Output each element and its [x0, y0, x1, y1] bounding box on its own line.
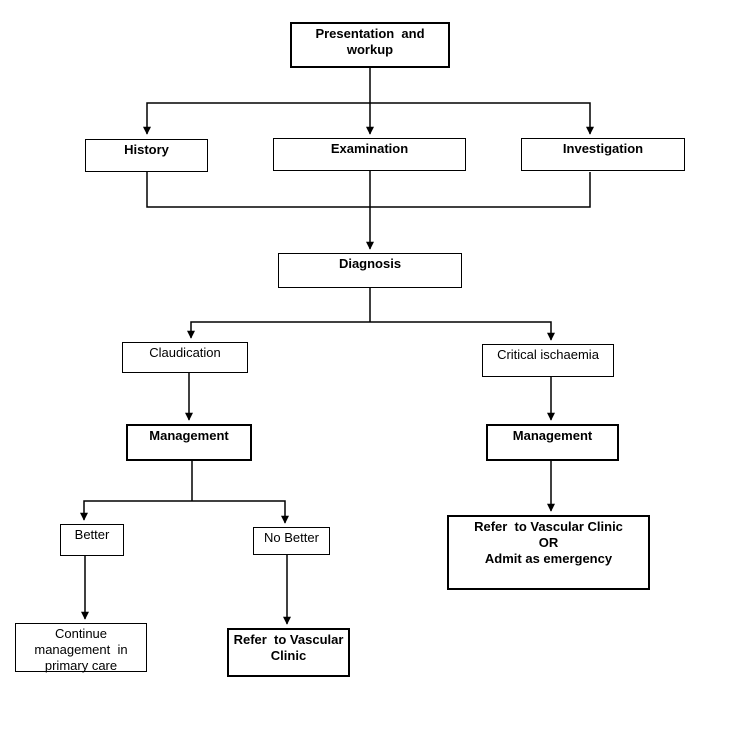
node-critical-ischaemia: Critical ischaemia: [482, 344, 614, 377]
node-claudication: Claudication: [122, 342, 248, 373]
connector-presentation-to-investigation: [370, 102, 594, 135]
node-investigation: Investigation: [521, 138, 685, 171]
node-diagnosis: Diagnosis: [278, 253, 462, 288]
node-continue-primary-care: Continue management in primary care: [15, 623, 147, 673]
connector-diagnosis-to-critical-ischaemia: [370, 321, 555, 341]
node-refer-or-admit-emergency: Refer to Vascular Clinic OR Admit as eme…: [447, 515, 650, 590]
node-management-claudication: Management: [126, 424, 252, 461]
connector-history-investigation-merge: [146, 172, 591, 208]
connector-presentation-to-history: [143, 102, 370, 135]
node-better: Better: [60, 524, 124, 556]
node-no-better: No Better: [253, 527, 330, 555]
node-management-critical: Management: [486, 424, 619, 461]
connector-management-to-no-better: [192, 500, 289, 524]
node-examination: Examination: [273, 138, 466, 171]
connector-management-to-better: [80, 500, 192, 521]
connector-diagnosis-to-claudication: [187, 321, 370, 339]
node-history: History: [85, 139, 208, 172]
node-presentation-and-workup: Presentation and workup: [290, 22, 450, 68]
node-refer-vascular-clinic: Refer to Vascular Clinic: [227, 628, 350, 677]
